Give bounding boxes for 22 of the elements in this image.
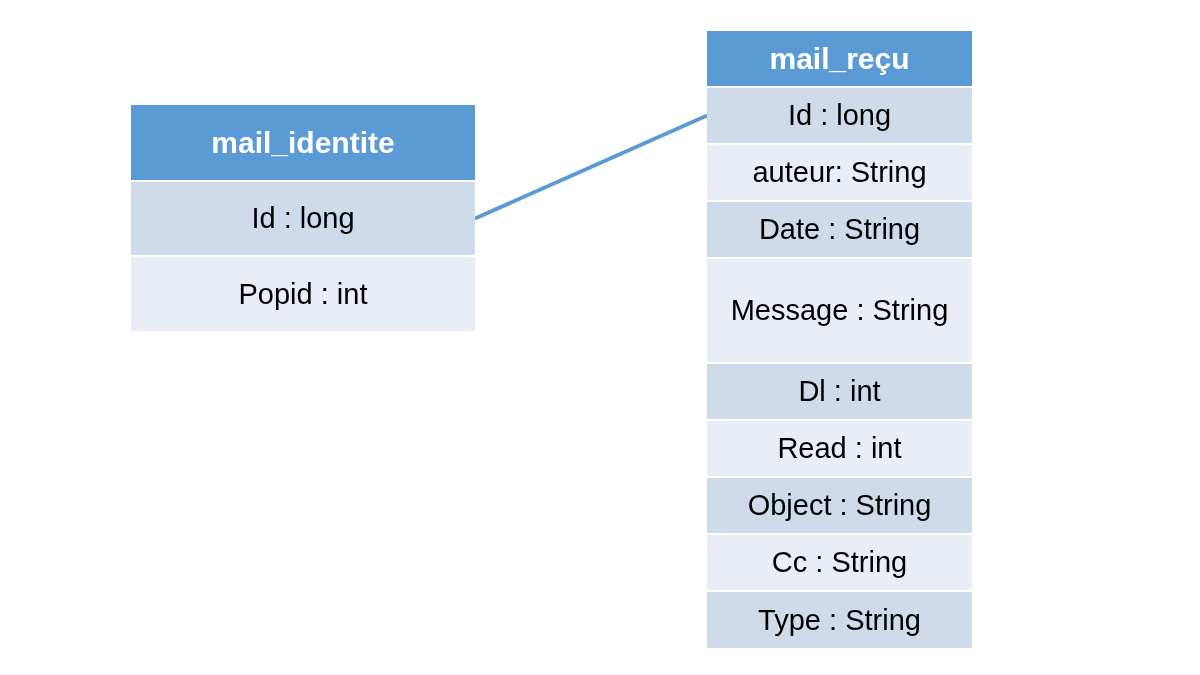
field-label: Id : long — [786, 99, 893, 132]
field-label: auteur: String — [751, 156, 928, 189]
field-label: Object : String — [746, 489, 933, 522]
table-row — [707, 88, 972, 143]
connector-line — [474, 113, 708, 221]
table — [131, 105, 475, 331]
table-row — [131, 182, 475, 255]
table-row — [707, 364, 972, 419]
table-row — [707, 592, 972, 648]
field-label: Id : long — [250, 202, 356, 235]
field-label: Popid : int — [237, 277, 369, 311]
field-label: Dl : int — [797, 375, 882, 408]
table-row — [707, 478, 972, 533]
field-label: Message : String — [729, 294, 950, 327]
table-header: mail_reçu — [707, 31, 972, 86]
field-label: Read : int — [776, 432, 903, 465]
table — [707, 31, 972, 648]
field-label: Date : String — [757, 213, 922, 246]
table-row — [707, 202, 972, 257]
table-header: mail_identite — [131, 105, 475, 180]
field-label: Cc : String — [770, 546, 909, 579]
field-label: Type : String — [757, 603, 922, 637]
